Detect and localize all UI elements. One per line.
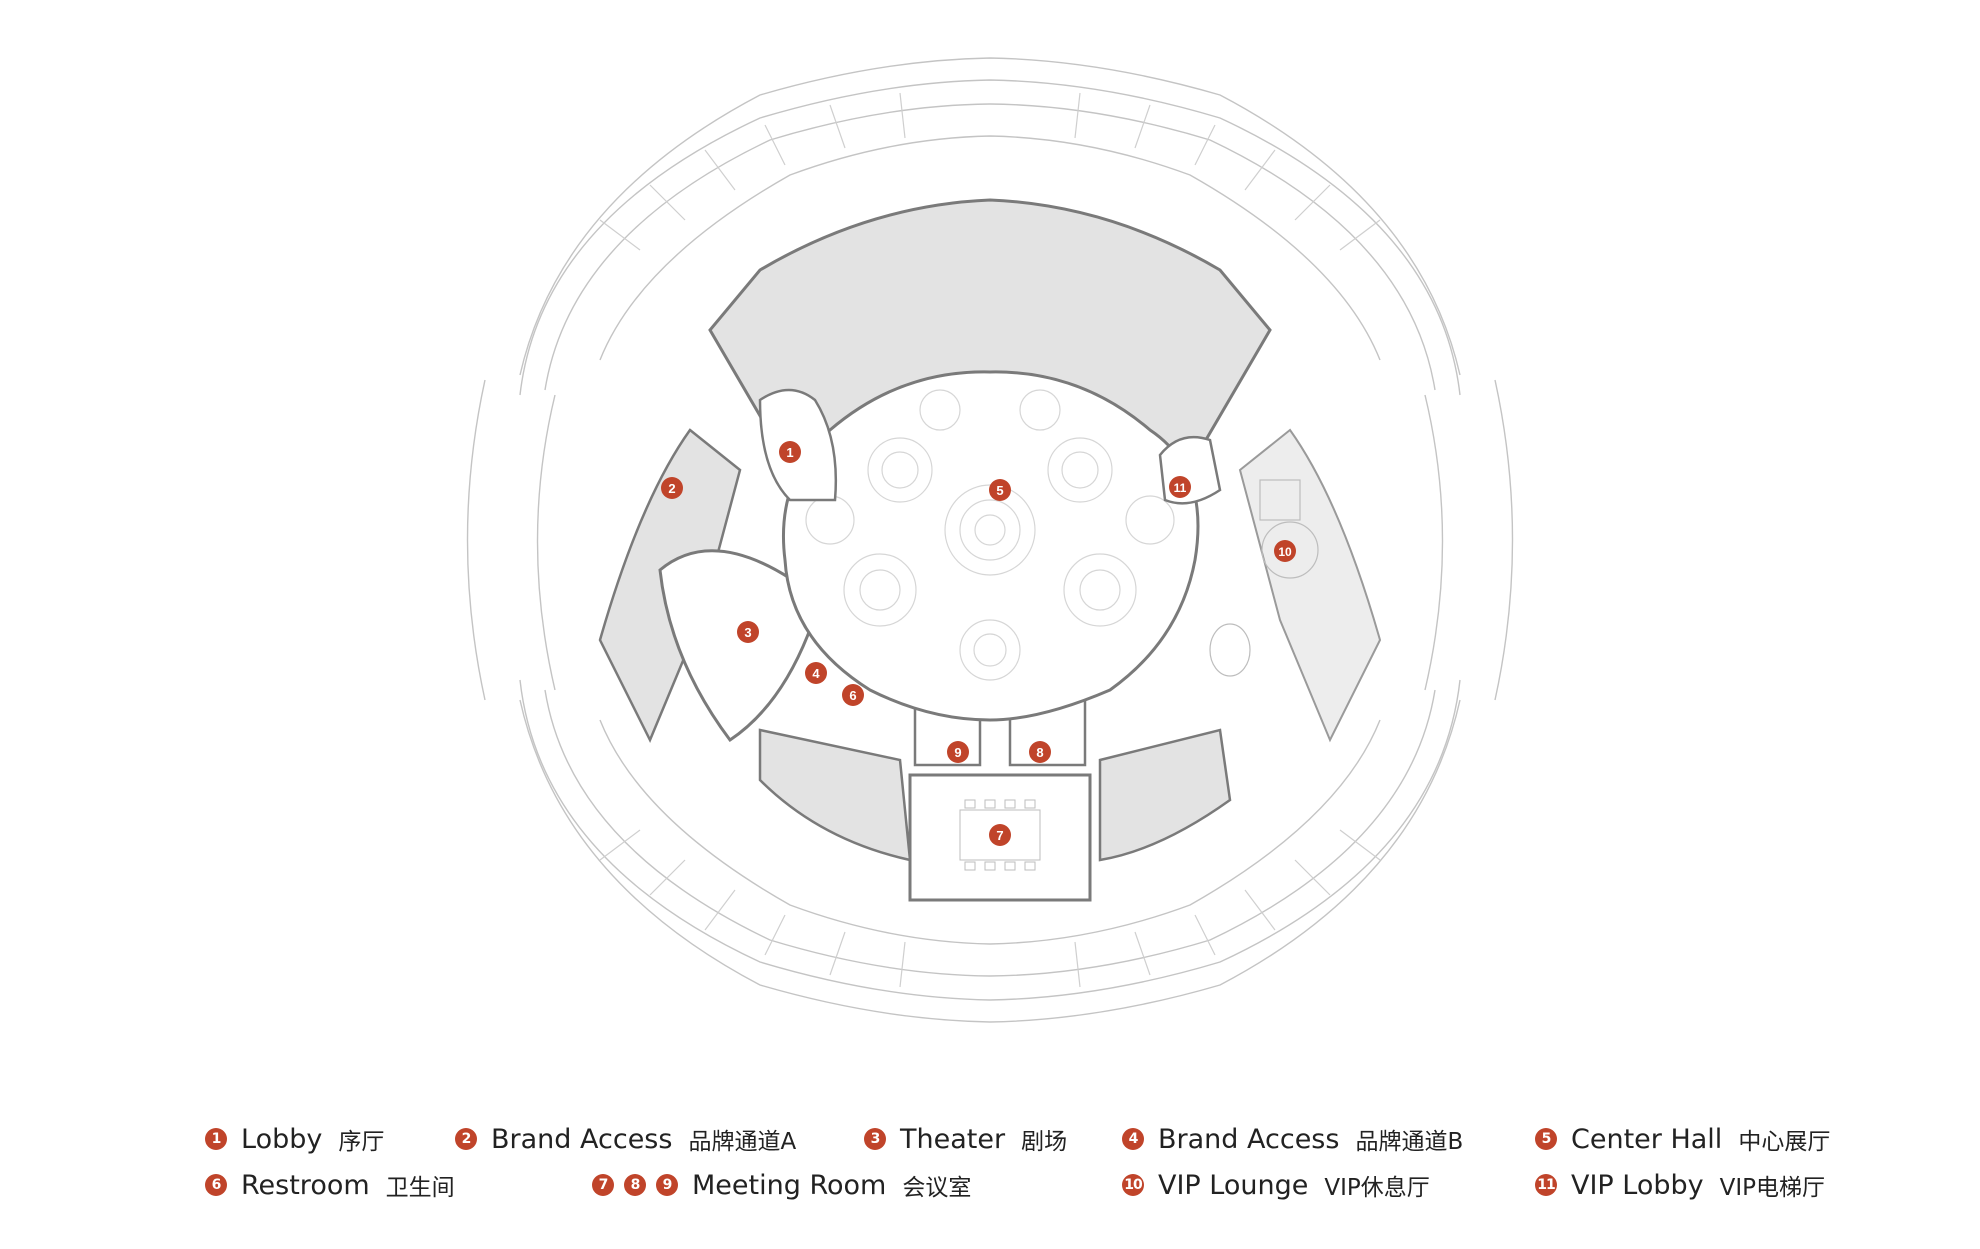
svg-text:4: 4 [812,666,820,681]
svg-text:3: 3 [744,625,751,640]
svg-text:1: 1 [786,445,793,460]
marker-8: 8 [1029,741,1051,763]
vip-lounge-furniture [1209,479,1319,677]
outer-envelope [466,57,1514,1023]
svg-text:9: 9 [954,745,961,760]
marker-5: 5 [989,479,1011,501]
marker-10: 10 [1274,540,1296,562]
svg-text:8: 8 [1036,745,1043,760]
facade-segments [599,92,1381,988]
marker-6: 6 [842,684,864,706]
svg-text:10: 10 [1278,545,1292,559]
svg-text:5: 5 [996,483,1003,498]
marker-1: 1 [779,441,801,463]
marker-3: 3 [737,621,759,643]
marker-4: 4 [805,662,827,684]
marker-11: 11 [1169,476,1191,498]
marker-9: 9 [947,741,969,763]
svg-text:7: 7 [996,828,1003,843]
meeting-room-furniture [959,799,1041,871]
center-hall [781,370,1200,722]
svg-text:2: 2 [668,481,675,496]
svg-text:6: 6 [849,688,856,703]
marker-2: 2 [661,477,683,499]
marker-7: 7 [989,824,1011,846]
core-rooms [598,198,1382,902]
room-markers: 1 2 3 4 5 6 7 8 9 10 11 [661,441,1296,846]
svg-text:11: 11 [1174,481,1187,495]
